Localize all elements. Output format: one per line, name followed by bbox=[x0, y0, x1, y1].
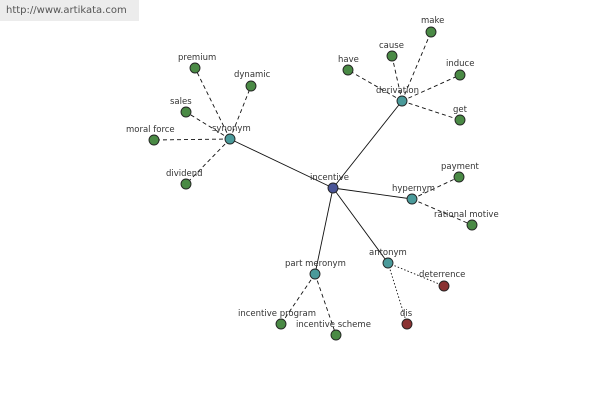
edge-part-meronym-incentive-scheme bbox=[314, 273, 337, 336]
node-circle-dynamic[interactable] bbox=[245, 80, 257, 92]
node-premium[interactable]: premium bbox=[178, 53, 216, 74]
edge-derivation-cause bbox=[391, 55, 403, 102]
edge-layer bbox=[153, 31, 473, 336]
edge-part-meronym-incentive-program bbox=[280, 273, 316, 325]
node-rational-motive[interactable]: rational motive bbox=[434, 210, 499, 231]
node-label-incentive-scheme: incentive scheme bbox=[296, 320, 371, 330]
edge-incentive-synonym bbox=[229, 138, 334, 189]
node-label-payment: payment bbox=[441, 162, 480, 172]
node-moral-force[interactable]: moral force bbox=[126, 125, 175, 146]
node-make[interactable]: make bbox=[421, 16, 444, 38]
edge-antonym-deterrence bbox=[387, 262, 445, 287]
node-dividend[interactable]: dividend bbox=[166, 169, 203, 190]
node-label-incentive-program: incentive program bbox=[238, 309, 316, 319]
node-circle-deterrence[interactable] bbox=[438, 280, 450, 292]
node-dynamic[interactable]: dynamic bbox=[234, 70, 271, 92]
node-label-hypernym: hypernym bbox=[392, 184, 435, 194]
node-circle-have[interactable] bbox=[342, 64, 354, 76]
edge-derivation-induce bbox=[401, 74, 461, 102]
node-label-make: make bbox=[421, 16, 444, 26]
node-circle-premium[interactable] bbox=[189, 62, 201, 74]
edge-incentive-derivation bbox=[332, 100, 403, 189]
node-part-meronym[interactable]: part meronym bbox=[285, 259, 346, 280]
edge-derivation-get bbox=[401, 100, 461, 121]
node-label-rational-motive: rational motive bbox=[434, 210, 499, 220]
node-induce[interactable]: induce bbox=[446, 59, 474, 81]
node-layer: premium dynamic sales moral force dividend sy… bbox=[126, 16, 499, 341]
node-derivation[interactable]: derivation bbox=[376, 86, 419, 107]
node-have[interactable]: have bbox=[338, 55, 359, 76]
node-circle-part-meronym[interactable] bbox=[309, 268, 321, 280]
node-label-get: get bbox=[453, 105, 468, 115]
node-dis[interactable]: dis bbox=[400, 309, 413, 330]
edge-derivation-have bbox=[347, 69, 403, 102]
edge-incentive-part-meronym bbox=[314, 187, 334, 275]
node-label-deterrence: deterrence bbox=[419, 270, 465, 280]
node-circle-antonym[interactable] bbox=[382, 257, 394, 269]
node-label-sales: sales bbox=[170, 97, 192, 107]
node-label-dynamic: dynamic bbox=[234, 70, 271, 80]
edge-synonym-dividend bbox=[185, 138, 231, 185]
node-label-have: have bbox=[338, 55, 359, 65]
node-cause[interactable]: cause bbox=[379, 41, 404, 62]
edge-hypernym-payment bbox=[411, 176, 460, 200]
node-label-synonym: synonym bbox=[212, 124, 251, 134]
node-label-dividend: dividend bbox=[166, 169, 203, 179]
node-circle-cause[interactable] bbox=[386, 50, 398, 62]
edge-synonym-premium bbox=[194, 67, 231, 140]
node-circle-synonym[interactable] bbox=[224, 133, 236, 145]
node-circle-sales[interactable] bbox=[180, 106, 192, 118]
node-circle-rational-motive[interactable] bbox=[466, 219, 478, 231]
node-deterrence[interactable]: deterrence bbox=[419, 270, 465, 292]
node-sales[interactable]: sales bbox=[170, 97, 192, 118]
node-circle-make[interactable] bbox=[425, 26, 437, 38]
edge-synonym-moral-force bbox=[153, 138, 231, 141]
node-label-induce: induce bbox=[446, 59, 474, 69]
node-incentive[interactable]: incentive bbox=[310, 173, 349, 194]
node-label-dis: dis bbox=[400, 309, 413, 319]
source-url-banner[interactable]: http://www.artikata.com bbox=[0, 0, 139, 21]
edge-hypernym-rational-motive bbox=[411, 198, 473, 226]
node-label-premium: premium bbox=[178, 53, 216, 63]
node-circle-hypernym[interactable] bbox=[406, 193, 418, 205]
node-circle-incentive-scheme[interactable] bbox=[330, 329, 342, 341]
node-synonym[interactable]: synonym bbox=[212, 124, 251, 145]
node-payment[interactable]: payment bbox=[441, 162, 480, 183]
edge-synonym-dynamic bbox=[229, 85, 252, 140]
node-circle-incentive[interactable] bbox=[327, 182, 339, 194]
edge-synonym-sales bbox=[185, 111, 231, 140]
node-circle-dis[interactable] bbox=[401, 318, 413, 330]
node-circle-derivation[interactable] bbox=[396, 95, 408, 107]
edge-incentive-hypernym bbox=[332, 187, 413, 200]
node-label-derivation: derivation bbox=[376, 86, 419, 96]
node-label-cause: cause bbox=[379, 41, 404, 51]
node-label-moral-force: moral force bbox=[126, 125, 175, 135]
node-circle-incentive-program[interactable] bbox=[275, 318, 287, 330]
node-incentive-scheme[interactable]: incentive scheme bbox=[296, 320, 371, 341]
node-circle-induce[interactable] bbox=[454, 69, 466, 81]
node-incentive-program[interactable]: incentive program bbox=[238, 309, 316, 330]
edge-incentive-antonym bbox=[332, 187, 389, 264]
node-circle-payment[interactable] bbox=[453, 171, 465, 183]
node-get[interactable]: get bbox=[453, 105, 468, 126]
node-label-incentive: incentive bbox=[310, 173, 349, 183]
node-label-antonym: antonym bbox=[369, 248, 407, 258]
node-circle-dividend[interactable] bbox=[180, 178, 192, 190]
node-circle-moral-force[interactable] bbox=[148, 134, 160, 146]
node-hypernym[interactable]: hypernym bbox=[392, 184, 435, 205]
edge-antonym-dis bbox=[387, 262, 408, 325]
node-antonym[interactable]: antonym bbox=[369, 248, 407, 269]
node-label-part-meronym: part meronym bbox=[285, 259, 346, 269]
edge-derivation-make bbox=[401, 31, 432, 102]
node-circle-get[interactable] bbox=[454, 114, 466, 126]
